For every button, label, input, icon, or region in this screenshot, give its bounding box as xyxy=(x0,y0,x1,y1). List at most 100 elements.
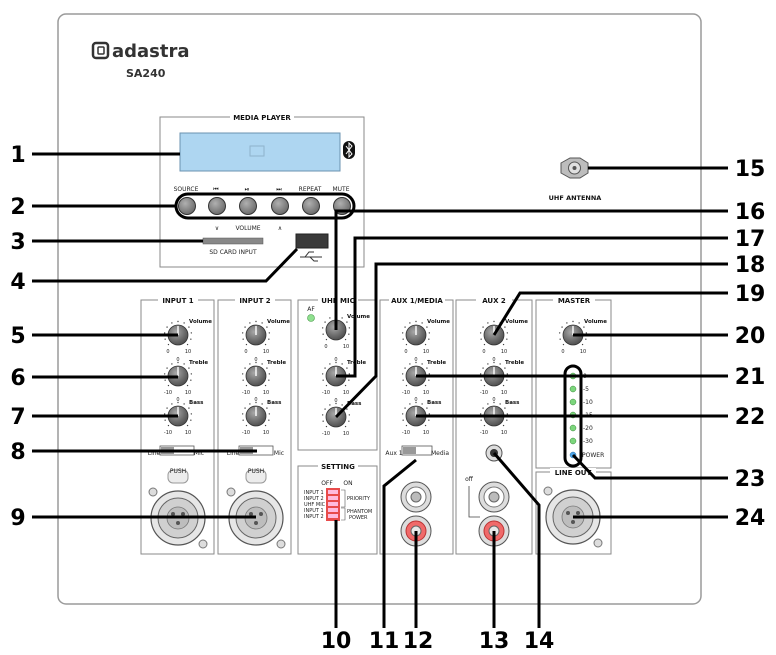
aux2-treble-min: -10 xyxy=(480,390,488,396)
uhf-mic-treble-max: 10 xyxy=(343,390,349,396)
meter-power-label: POWER xyxy=(582,452,604,459)
input1-title: INPUT 1 xyxy=(162,297,193,305)
setting-row-5: INPUT 2 xyxy=(304,514,324,520)
aux1-rca-red[interactable] xyxy=(400,515,432,547)
setting-off-label: OFF xyxy=(321,480,333,487)
callout-1: 1 xyxy=(10,143,25,168)
input2-bass-knob[interactable] xyxy=(241,401,271,427)
aux2-volume-label: Volume xyxy=(505,319,528,325)
callout-6: 6 xyxy=(10,366,25,391)
callout-17: 17 xyxy=(735,227,766,252)
input2-line-label: Line xyxy=(227,450,240,457)
uhf-mic-treble-label: Treble xyxy=(347,360,366,366)
input2-bass-min: -10 xyxy=(242,430,250,436)
uhf-mic-bass-label: Bass xyxy=(347,401,362,407)
aux1-treble-max: 10 xyxy=(423,390,429,396)
master-title: MASTER xyxy=(558,297,591,305)
sd-card-slot[interactable] xyxy=(202,237,264,245)
aux2-volume-max: 10 xyxy=(501,349,507,355)
leader-lines xyxy=(32,152,728,628)
input1-line-label: Line xyxy=(148,450,161,457)
setting-row-2: INPUT 2 xyxy=(304,496,324,502)
aux1-rca-white[interactable] xyxy=(400,481,432,513)
aux1-volume-knob[interactable] xyxy=(401,320,431,346)
callout-23: 23 xyxy=(735,467,766,492)
input1-bass-label: Bass xyxy=(189,400,204,406)
led-minus10 xyxy=(569,398,577,406)
master-volume-max: 10 xyxy=(580,349,586,355)
aux2-bass-max: 10 xyxy=(501,430,507,436)
aux1-bass-min: -10 xyxy=(402,430,410,436)
aux2-bass-center: 0 xyxy=(492,397,495,403)
input2-combo-jack[interactable] xyxy=(226,469,286,549)
aux1-treble-label: Treble xyxy=(427,360,446,366)
aux2-bass-min: -10 xyxy=(480,430,488,436)
priority-label: PRIORITY xyxy=(347,496,371,502)
input1-combo-jack[interactable] xyxy=(148,469,208,549)
prev-button[interactable] xyxy=(208,197,226,215)
aux1-media-switch[interactable] xyxy=(401,445,433,456)
dip-switch-bank[interactable] xyxy=(326,488,340,521)
source-button[interactable] xyxy=(178,197,196,215)
media-volume-label: VOLUME xyxy=(235,225,260,232)
callout-9: 9 xyxy=(10,506,25,531)
callout-21: 21 xyxy=(735,365,766,390)
line-out-title: LINE OUT xyxy=(555,469,592,477)
lcd-display xyxy=(179,132,341,172)
input1-treble-min: -10 xyxy=(164,390,172,396)
aux2-rca-white[interactable] xyxy=(478,481,510,513)
callout-13: 13 xyxy=(479,629,510,654)
usb-port[interactable] xyxy=(295,233,329,249)
master-volume-min: 0 xyxy=(561,349,564,355)
volume-up-glyph: ∧ xyxy=(278,225,282,232)
input2-bass-label: Bass xyxy=(267,400,282,406)
line-out-xlr[interactable] xyxy=(543,486,603,548)
uhf-mic-bass-min: -10 xyxy=(322,431,330,437)
callout-12: 12 xyxy=(403,629,434,654)
led-minus5 xyxy=(569,385,577,393)
repeat-button[interactable] xyxy=(302,197,320,215)
setting-row-1: INPUT 1 xyxy=(304,490,324,496)
input2-treble-knob[interactable] xyxy=(241,361,271,387)
aux1-title: AUX 1/MEDIA xyxy=(391,297,443,305)
brand-name: adastra xyxy=(112,41,190,62)
input1-mic-label: Mic xyxy=(194,450,204,457)
input1-volume-label: Volume xyxy=(189,319,212,325)
input2-treble-center: 0 xyxy=(254,357,257,363)
callout-10: 10 xyxy=(321,629,352,654)
next-label: ⏭ xyxy=(276,186,282,193)
input2-volume-max: 10 xyxy=(263,349,269,355)
setting-row-4: INPUT 1 xyxy=(304,508,324,514)
input2-volume-knob[interactable] xyxy=(241,320,271,346)
callout-20: 20 xyxy=(735,324,766,349)
input1-volume-min: 0 xyxy=(166,349,169,355)
uhf-antenna-section: UHF ANTENNA xyxy=(549,157,601,202)
input2-mic-label: Mic xyxy=(274,450,284,457)
uhf-mic-volume-max: 10 xyxy=(343,344,349,350)
bluetooth-icon xyxy=(343,141,355,159)
aux2-bass-label: Bass xyxy=(505,400,520,406)
callout-24: 24 xyxy=(735,506,766,531)
next-button[interactable] xyxy=(271,197,289,215)
setting-on-label: ON xyxy=(343,480,352,487)
phantom-label: PHANTOM xyxy=(347,509,372,515)
prev-label: ⏮ xyxy=(213,186,219,193)
aux2-volume-min: 0 xyxy=(482,349,485,355)
input1-treble-center: 0 xyxy=(176,357,179,363)
input2-push-label: PUSH xyxy=(248,468,264,475)
play-pause-button[interactable] xyxy=(239,197,257,215)
input2-treble-min: -10 xyxy=(242,390,250,396)
power-label: POWER xyxy=(349,515,368,521)
input2-volume-label: Volume xyxy=(267,319,290,325)
callout-22: 22 xyxy=(735,405,766,430)
aux2-off-label: off xyxy=(465,476,474,483)
callout-7: 7 xyxy=(10,405,25,430)
aux1-bass-max: 10 xyxy=(423,430,429,436)
mute-label: MUTE xyxy=(332,186,349,193)
uhf-mic-volume-label: Volume xyxy=(347,314,370,320)
aux2-treble-label: Treble xyxy=(505,360,524,366)
uhf-mic-bass-center: 0 xyxy=(334,398,337,404)
callout-14: 14 xyxy=(524,629,555,654)
input1-bass-min: -10 xyxy=(164,430,172,436)
